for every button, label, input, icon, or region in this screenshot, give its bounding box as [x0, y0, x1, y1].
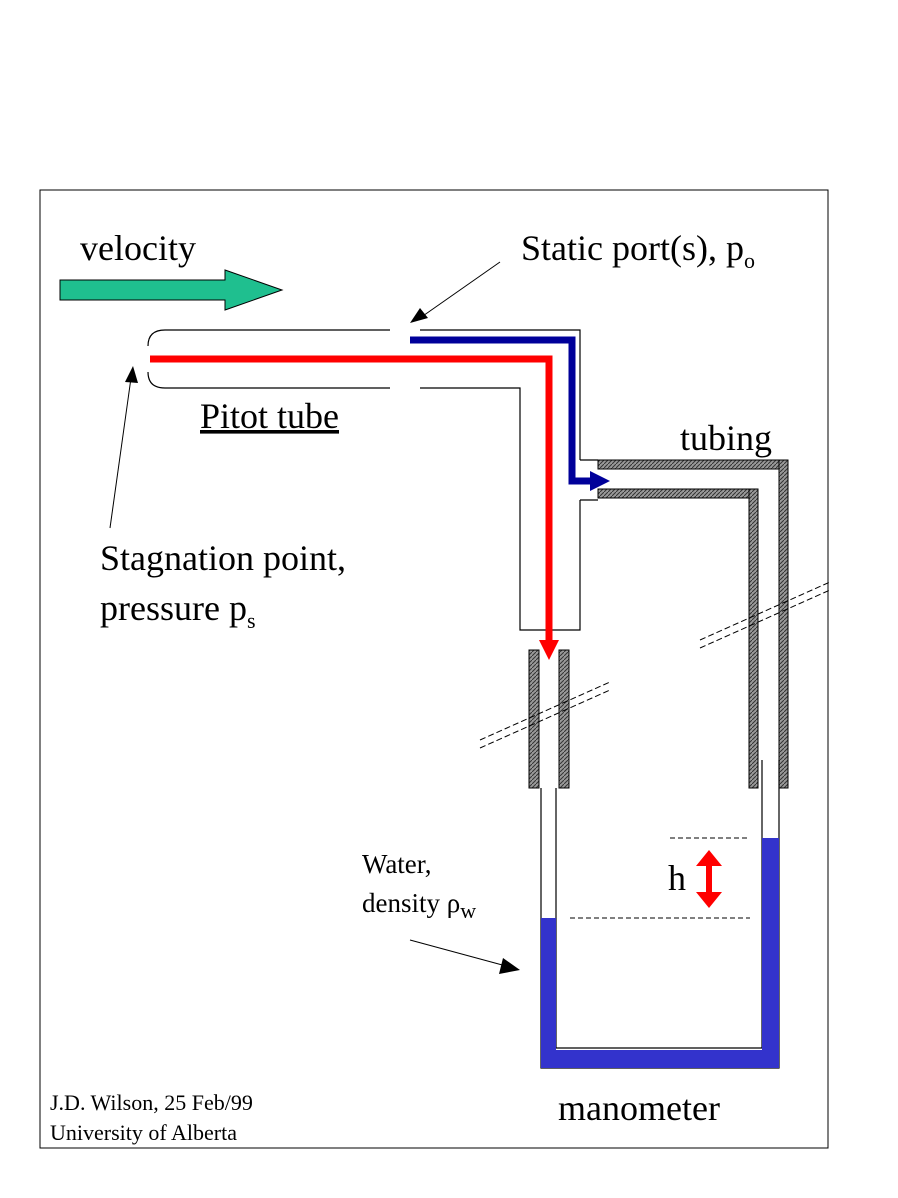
water-pointer: [409, 939, 520, 974]
flow-arrow-icon: [59, 269, 284, 311]
water-column: [541, 838, 779, 1068]
manometer: [540, 760, 780, 1069]
stagnation-pointer: [109, 366, 138, 529]
water-level-lines: [570, 837, 750, 919]
credit-line1: J.D. Wilson, 25 Feb/99: [50, 1090, 253, 1115]
velocity-label: velocity: [80, 228, 196, 268]
pitot-tube-label: Pitot tube: [200, 396, 339, 436]
stagnation-pressure-path: [150, 355, 559, 660]
stagnation-label-line1: Stagnation point,: [100, 538, 346, 578]
height-label: h: [668, 858, 686, 898]
static-port-pointer: [410, 261, 501, 323]
pitot-tube: [147, 329, 598, 631]
static-port-label: Static port(s), po: [521, 228, 755, 273]
manometer-label: manometer: [558, 1088, 720, 1128]
tubing-label: tubing: [680, 418, 772, 458]
diagram-frame: [39, 189, 829, 1149]
stagnation-label-line2: pressure ps: [100, 588, 256, 633]
break-marks: [479, 581, 831, 749]
tubing: [528, 459, 789, 789]
credit-line2: University of Alberta: [50, 1120, 237, 1145]
static-pressure-path: [410, 336, 610, 491]
water-label-line1: Water,: [362, 849, 431, 879]
water-label-line2: density ρw: [362, 888, 476, 923]
double-arrow-icon: [696, 850, 722, 908]
